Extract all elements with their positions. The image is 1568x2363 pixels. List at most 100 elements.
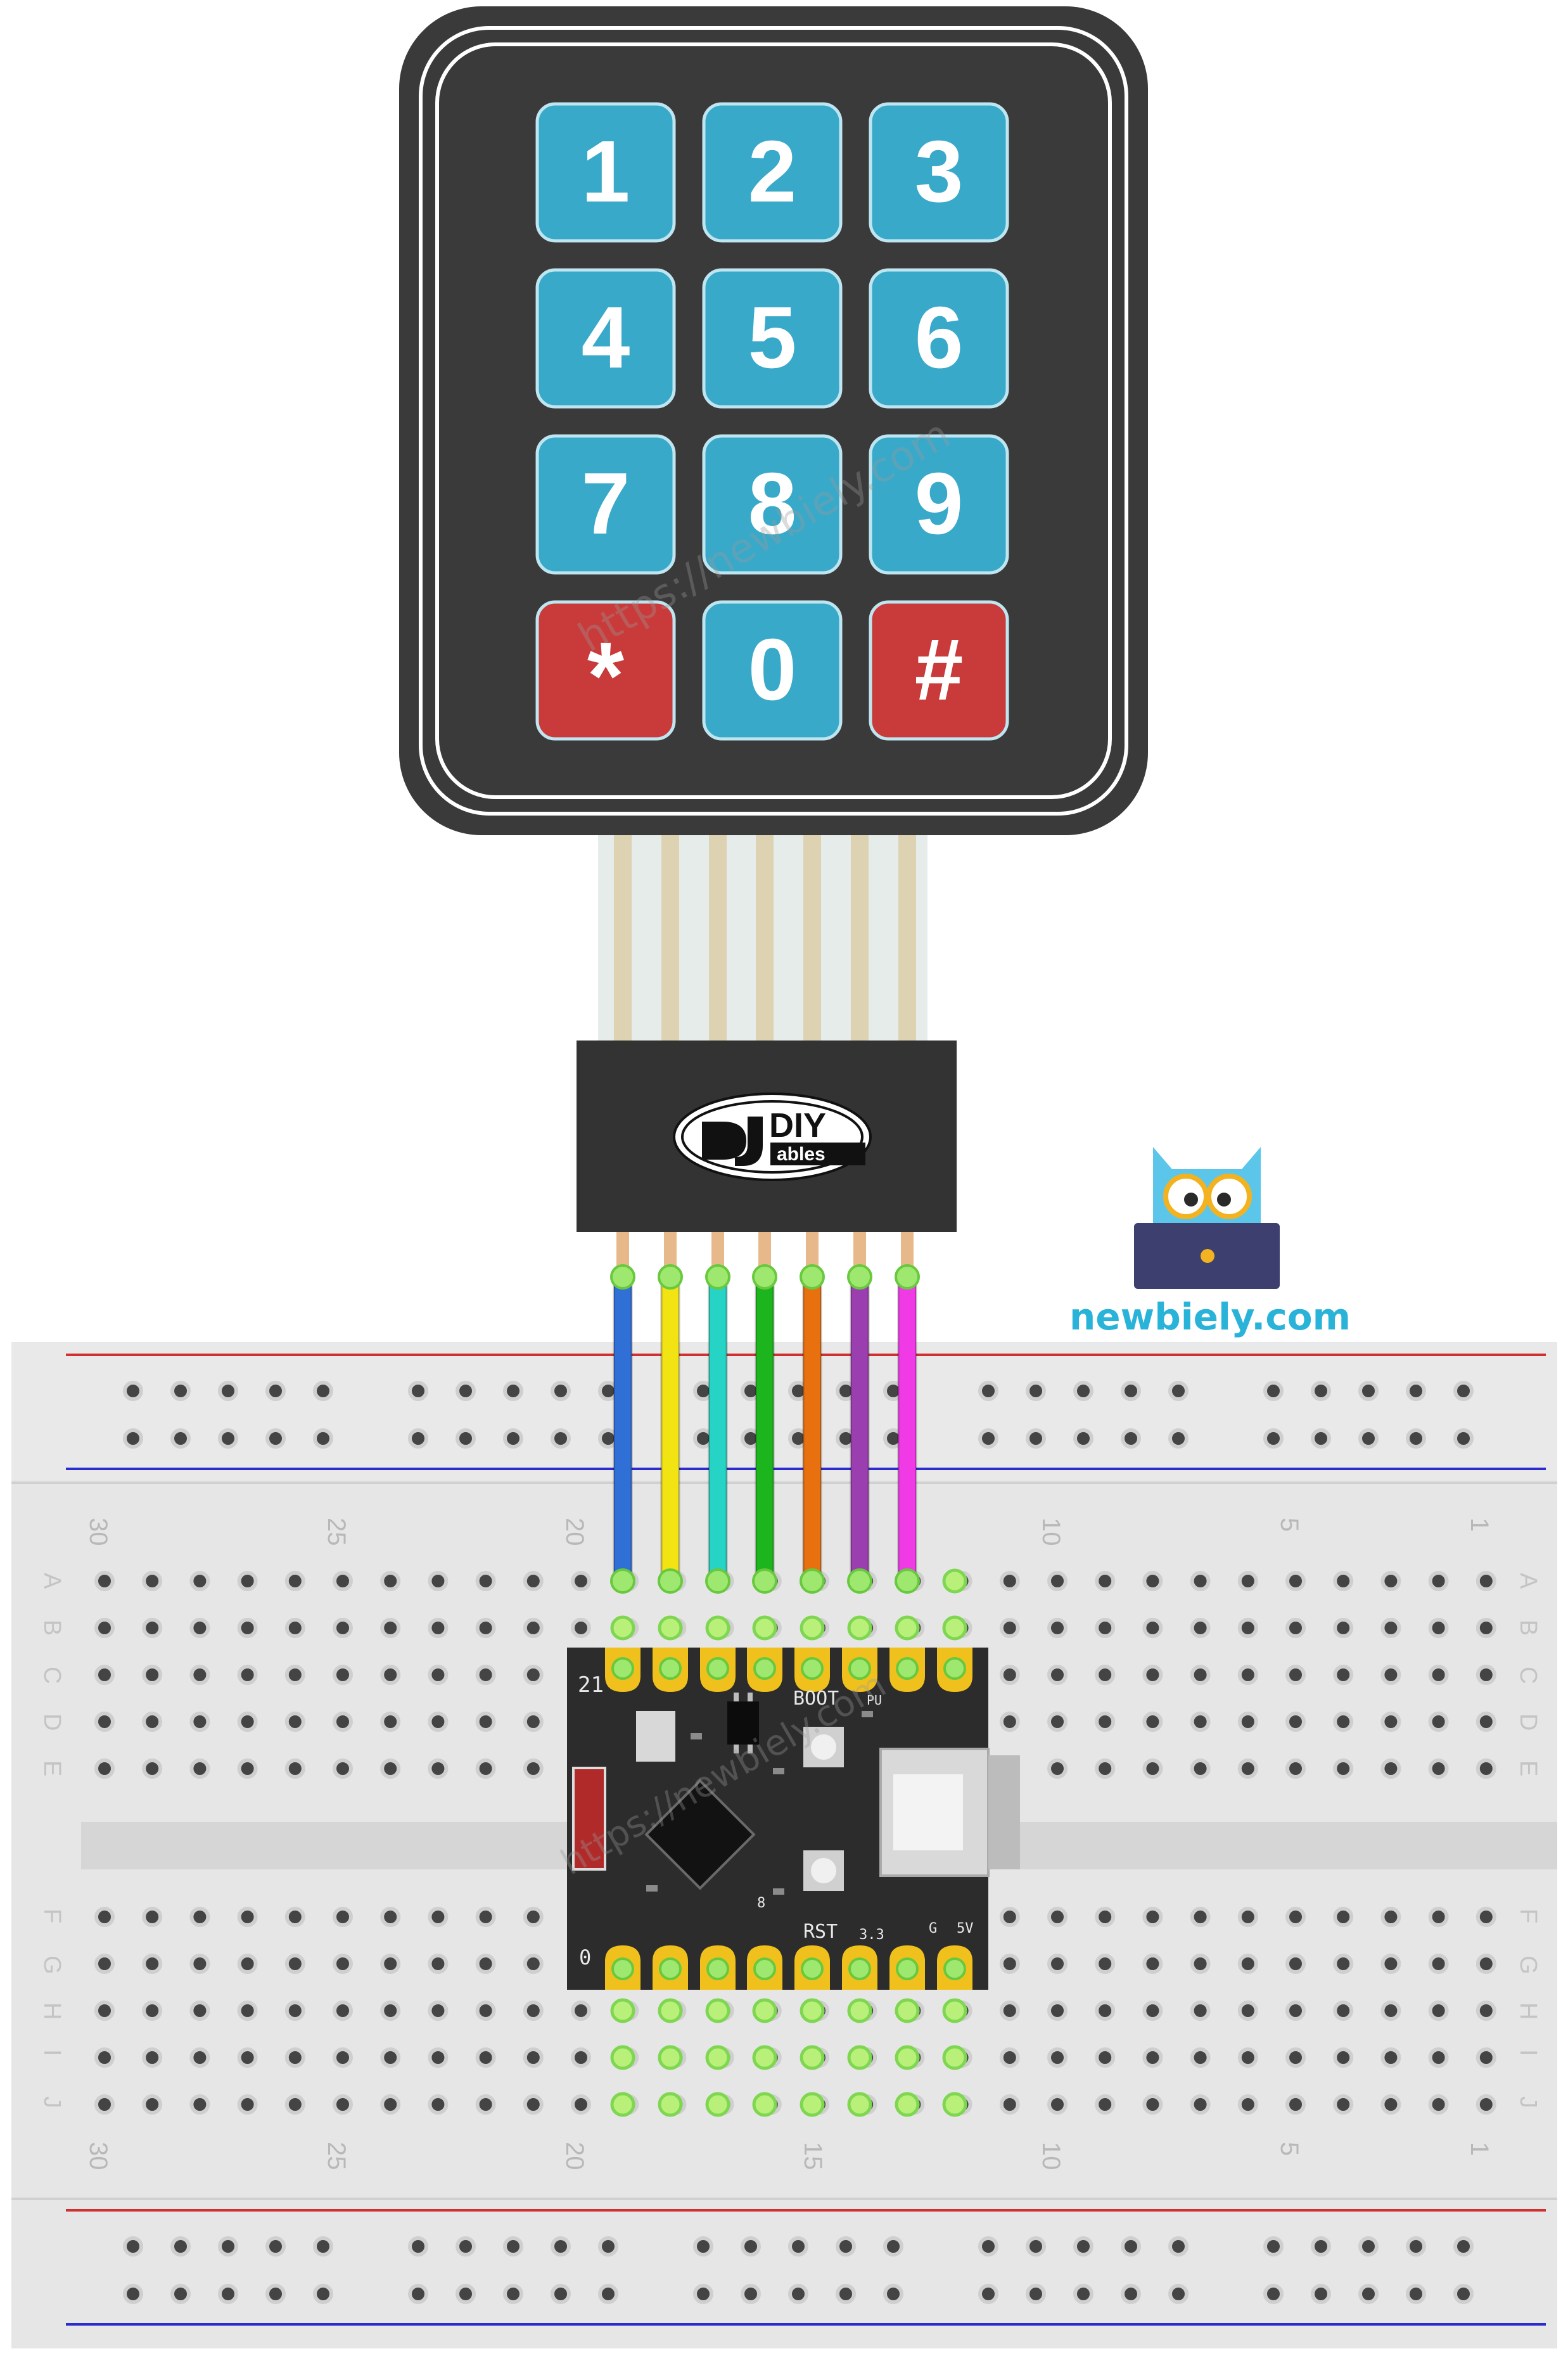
breadboard-hole (284, 1665, 305, 1685)
row-label-e-right: E (1515, 1760, 1541, 1776)
jumper-wire-6[interactable] (847, 1264, 872, 1594)
wire-body[interactable] (613, 1276, 633, 1582)
key-hash[interactable]: # (869, 600, 1009, 741)
connected-hole (800, 2045, 825, 2070)
jumper-wire-1[interactable] (610, 1264, 635, 1594)
breadboard-hole (1285, 1665, 1306, 1685)
key-face[interactable] (702, 600, 843, 741)
pin-label-3v3: 3.3 (859, 1927, 884, 1943)
key-4[interactable]: 4 (535, 268, 676, 409)
breadboard-hole (428, 1665, 449, 1685)
key-face[interactable] (869, 268, 1009, 409)
wire-body[interactable] (897, 1276, 917, 1582)
wire-top-end (847, 1264, 872, 1290)
wire-body[interactable] (802, 1276, 822, 1582)
key-1[interactable]: 1 (535, 102, 676, 243)
jumper-wire-5[interactable] (800, 1264, 825, 1594)
ribbon-strand (851, 835, 869, 1041)
rail-hole (313, 1381, 333, 1401)
breadboard-hole (999, 1907, 1020, 1927)
rail-hole (1121, 1428, 1141, 1449)
wire-body[interactable] (850, 1276, 870, 1582)
breadboard-hole (1047, 2001, 1068, 2021)
key-face[interactable] (869, 102, 1009, 243)
boot-button-cap[interactable] (811, 1734, 836, 1760)
smd-part (773, 1888, 784, 1895)
key-face[interactable] (702, 434, 843, 575)
breadboard-hole (1285, 2094, 1306, 2115)
row-label-b-right: B (1515, 1620, 1541, 1636)
breadboard-hole (189, 1665, 210, 1685)
connected-hole (610, 2045, 635, 2070)
jumper-wire-4[interactable] (752, 1264, 777, 1594)
rail-hole (1073, 1381, 1093, 1401)
breadboard-hole (428, 1954, 449, 1974)
key-8[interactable]: 8 (702, 434, 843, 575)
key-5[interactable]: 5 (702, 268, 843, 409)
rail-hole (1026, 1381, 1046, 1401)
reset-button-cap[interactable] (811, 1858, 836, 1883)
key-face[interactable] (869, 434, 1009, 575)
rail-hole (1453, 1428, 1474, 1449)
key-star[interactable]: * (535, 600, 676, 741)
breadboard-hole (571, 1571, 591, 1591)
breadboard-hole (1095, 2094, 1116, 2115)
key-face[interactable] (869, 600, 1009, 741)
wire-body[interactable] (755, 1276, 775, 1582)
breadboard-hole (1095, 1618, 1116, 1638)
key-face[interactable] (702, 268, 843, 409)
key-6[interactable]: 6 (869, 268, 1009, 409)
rail-hole (788, 2236, 808, 2257)
connected-hole (610, 2092, 635, 2117)
connected-hole (942, 1615, 967, 1641)
breadboard-hole (428, 2094, 449, 2115)
jumper-wire-3[interactable] (705, 1264, 730, 1594)
breadboard-hole (1047, 1712, 1068, 1732)
key-face[interactable] (702, 102, 843, 243)
pin-label-21: 21 (578, 1672, 604, 1698)
rail-hole (408, 2284, 428, 2304)
rail-hole (693, 2236, 713, 2257)
rail-hole (1406, 2236, 1426, 2257)
breadboard-hole (1190, 2047, 1211, 2068)
key-3[interactable]: 3 (869, 102, 1009, 243)
key-0[interactable]: 0 (702, 600, 843, 741)
key-face[interactable] (535, 434, 676, 575)
breadboard-hole (380, 1954, 401, 1974)
breadboard-hole (1142, 1665, 1163, 1685)
breadboard-hole (1476, 1665, 1496, 1685)
breadboard-hole (1380, 1907, 1401, 1927)
jumper-wire-7[interactable] (895, 1264, 920, 1594)
breadboard-hole (333, 2001, 353, 2021)
rail-hole (170, 2236, 191, 2257)
wire-bottom-end (658, 1568, 683, 1594)
rail-hole (456, 2236, 476, 2257)
breadboard-hole (1428, 1712, 1449, 1732)
wire-bottom-end (610, 1568, 635, 1594)
connected-hole (658, 1615, 683, 1641)
jumper-wire-2[interactable] (658, 1264, 683, 1594)
wire-top-end (658, 1264, 683, 1290)
key-9[interactable]: 9 (869, 434, 1009, 575)
smd-part (691, 1733, 702, 1739)
breadboard-hole (1237, 1712, 1258, 1732)
board-pin-bottom-hole (753, 1957, 776, 1980)
connector-pin (664, 1232, 677, 1269)
breadboard-hole (1476, 2047, 1496, 2068)
wire-body[interactable] (708, 1276, 728, 1582)
rail-hole (1453, 1381, 1474, 1401)
key-7[interactable]: 7 (535, 434, 676, 575)
key-face[interactable] (535, 102, 676, 243)
key-face[interactable] (535, 268, 676, 409)
board-component-sensor (636, 1711, 675, 1762)
key-2[interactable]: 2 (702, 102, 843, 243)
rail-hole (408, 2236, 428, 2257)
breadboard-hole (189, 1907, 210, 1927)
breadboard-hole (475, 1665, 496, 1685)
wire-body[interactable] (660, 1276, 680, 1582)
breadboard-hole (142, 1665, 163, 1685)
key-face[interactable] (535, 600, 676, 741)
breadboard-hole (94, 1954, 115, 1974)
rail-hole (1406, 1381, 1426, 1401)
rail-hole (1406, 1428, 1426, 1449)
